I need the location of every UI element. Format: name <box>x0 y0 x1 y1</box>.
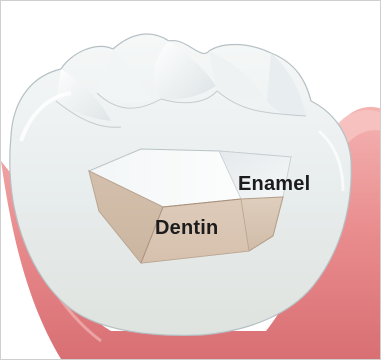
enamel-label: Enamel <box>238 173 310 196</box>
dentin-label: Dentin <box>155 217 218 240</box>
